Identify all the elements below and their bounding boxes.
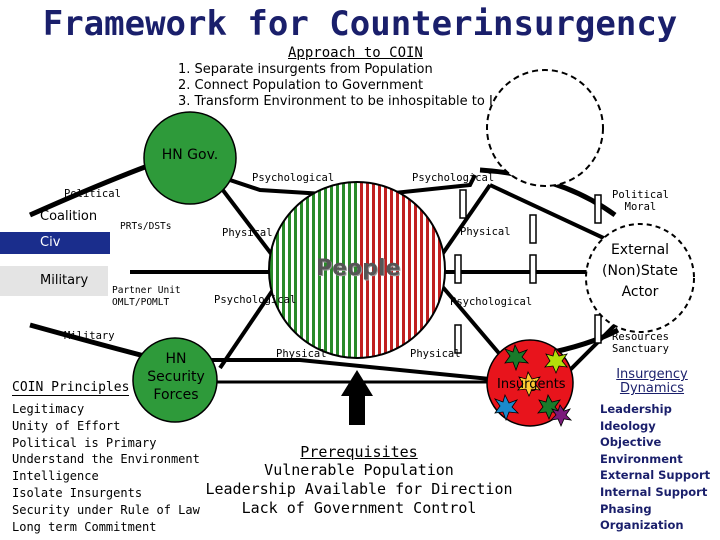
people-label: People [316,256,401,281]
dynamics-item: Phasing [600,501,652,516]
external-actor-circle [585,223,695,333]
link-label: Physical [410,348,461,360]
link-security-insurgents [175,358,501,382]
link-label-line: Resources [612,331,669,343]
hn-security-circle [132,337,218,423]
gov-civ: Civ [40,235,61,250]
insurgent-cell-stars [493,343,573,428]
principle-item: Unity of Effort [12,418,121,433]
link-label-line: Moral [624,201,657,213]
dynamics-item: Organization [600,518,684,533]
prereq-arrow-shaft [349,395,365,425]
dynamics-item: Objective [600,435,662,450]
link-label-line: Sanctuary [612,343,669,355]
prerequisite-item: Vulnerable Population [264,461,454,479]
hn-security-label: HN Security Forces [140,350,212,404]
link-label-political-moral: Political Moral [612,189,669,213]
link-label: Psychological [214,294,297,306]
prerequisites-heading: Prerequisites [300,443,418,461]
approach-item: 1. Separate insurgents from Population [178,62,433,77]
approach-item: 3. Transform Environment to be inhospita… [178,94,558,109]
future-insurgent-circle [486,69,604,187]
gov-partner-unit: Partner Unit OMLT/POMLT [112,285,181,309]
dynamics-item: External Support [600,468,711,483]
principles-heading: COIN Principles [12,380,130,396]
external-line: Actor [621,284,659,300]
external-line: External [610,242,670,258]
page-title: Framework for Counterinsurgency [42,4,678,44]
people-circle [268,181,446,359]
hn-security-line: Security [147,369,205,385]
prerequisite-item: Lack of Government Control [241,499,477,517]
link-psych-top-right [374,174,477,197]
dynamics-item: Environment [600,451,683,466]
link-label-resources: Resources Sanctuary [612,331,669,355]
principle-item: Political is Primary [12,435,157,450]
external-actor-label: External (Non)State Actor [588,240,692,303]
hn-security-line: HN [165,351,187,367]
link-label: Psychological [450,296,533,308]
prereq-arrowhead [341,370,373,396]
dynamics-item: Internal Support [600,485,708,499]
approach-item: 2. Connect Population to Government [178,78,424,93]
insurgents-label: Insurgents [497,377,566,392]
link-label: Psychological [252,172,335,184]
break-marks [454,189,602,354]
gov-military-bar: Military [0,266,108,296]
hn-gov-label: HN Gov. [161,147,219,163]
link-label: Psychological [412,172,495,184]
gov-civ-bar: Civ [0,232,110,254]
link-label: Physical [276,348,327,360]
hn-security-line: Forces [153,387,199,403]
link-label: Physical [460,226,511,238]
principle-item: Isolate Insurgents [12,486,143,500]
dynamics-heading: Insurgency Dynamics [616,367,688,396]
gov-partner-line: OMLT/POMLT [112,297,170,308]
hn-gov-circle [143,111,237,205]
gov-military: Military [40,273,89,288]
link-label-line: Political [612,189,669,201]
principle-item: Long term Commitment [12,519,157,534]
dynamics-item: Leadership [600,402,672,416]
principle-item: Legitimacy [12,402,85,416]
link-label: Military [64,330,115,342]
external-line: (Non)State [602,263,678,279]
dynamics-item: Ideology [600,418,656,433]
link-label: Physical [222,227,273,239]
principle-item: Intelligence [12,469,99,484]
principle-item: Security under Rule of Law [12,502,200,517]
gov-prts: PRTs/DSTs [120,221,172,232]
gov-coalition: Coalition [40,209,98,224]
prerequisite-item: Leadership Available for Direction [205,480,513,498]
link-label: Political [64,188,121,200]
principle-item: Understand the Environment [12,452,200,467]
approach-heading: Approach to COIN [288,45,423,61]
gov-partner-line: Partner Unit [112,285,181,296]
